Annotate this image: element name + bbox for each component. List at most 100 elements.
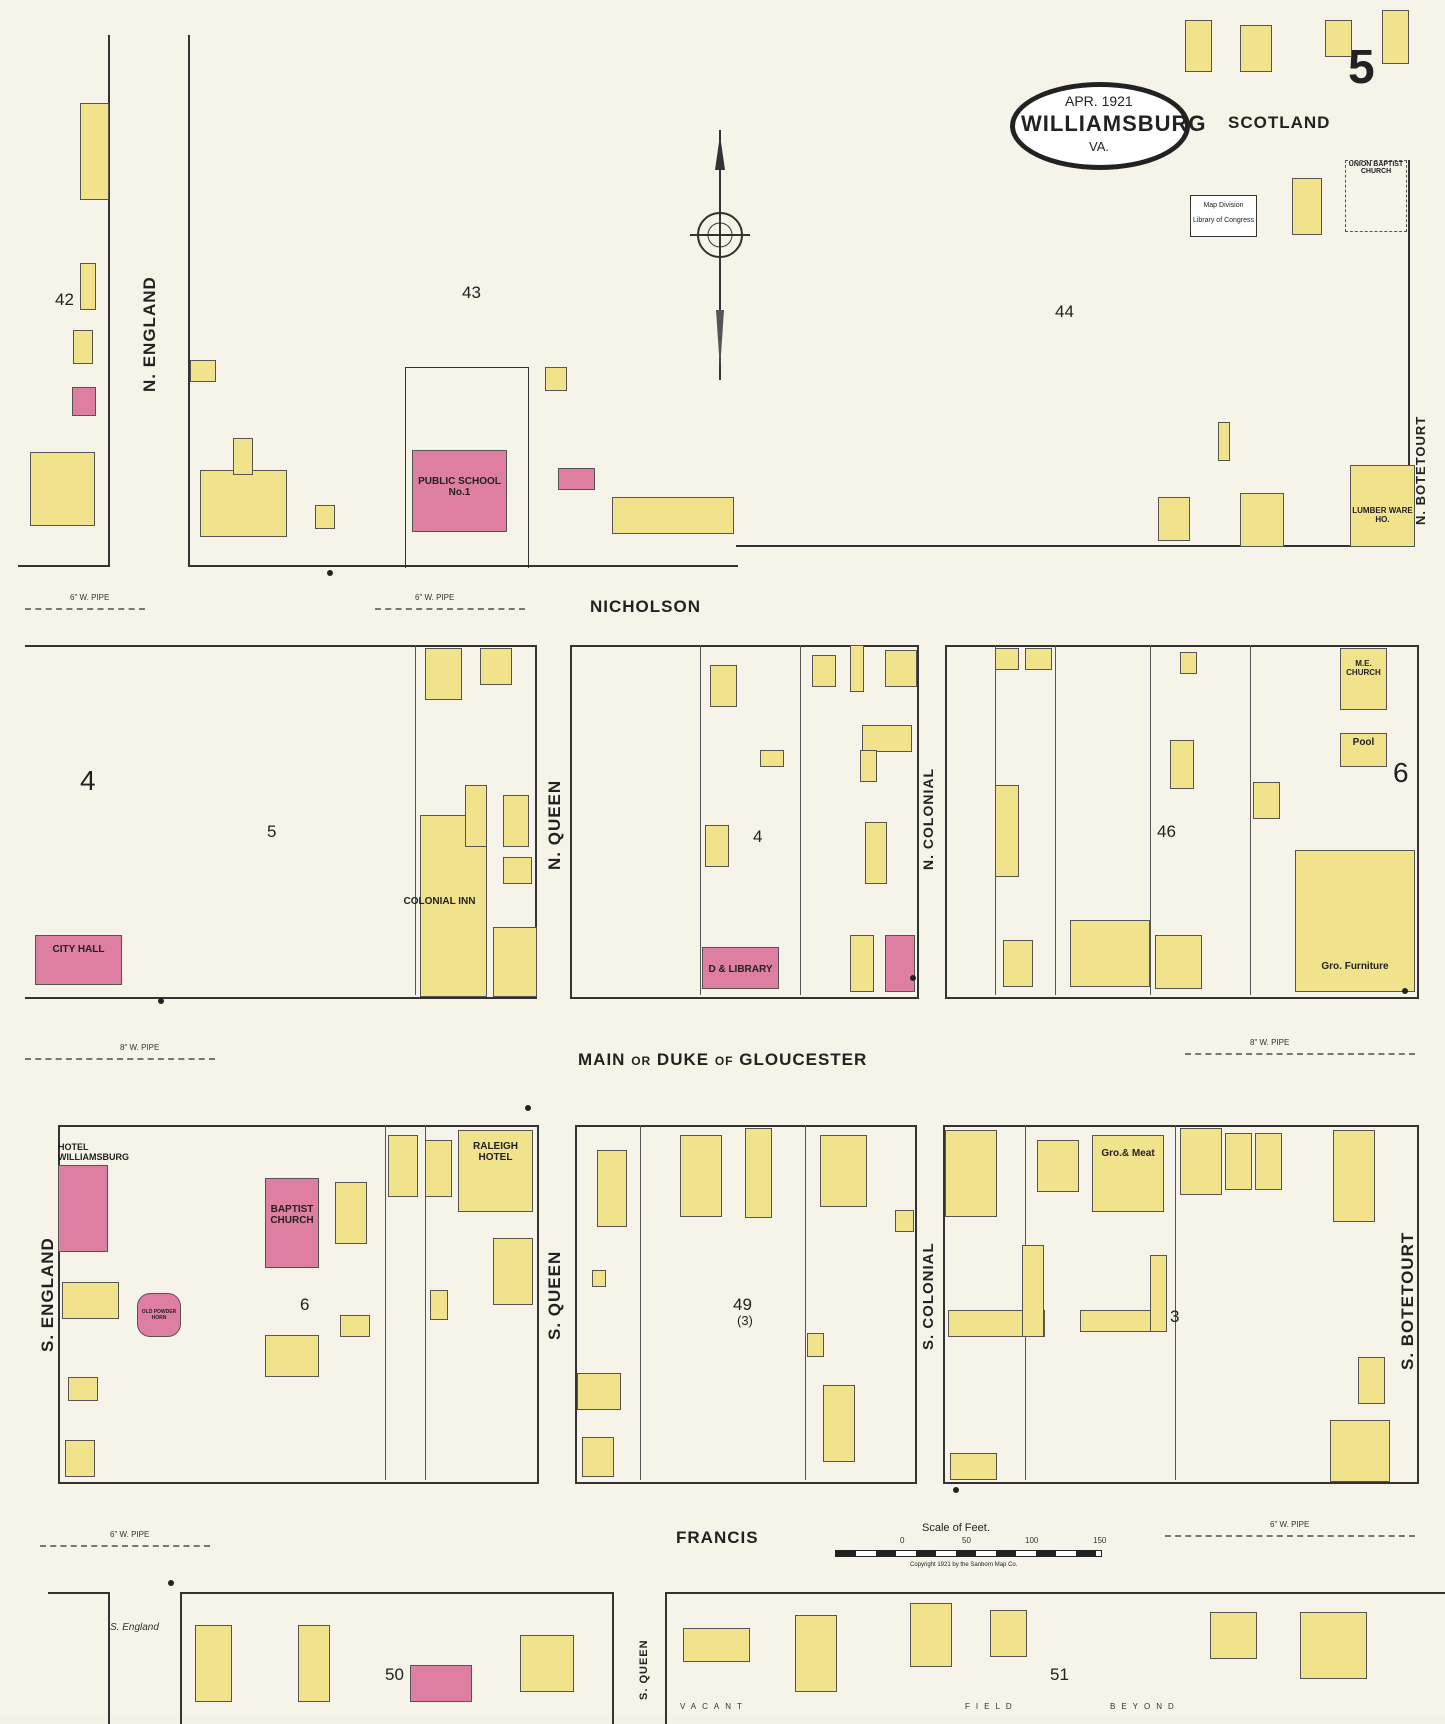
building (795, 1615, 837, 1692)
street-s-queen-bottom: S. QUEEN (638, 1639, 650, 1700)
street-n-england: N. ENGLAND (140, 276, 159, 392)
street-n-colonial: N. COLONIAL (920, 768, 936, 870)
building (1150, 1255, 1167, 1332)
building-brick (885, 935, 915, 992)
building (850, 935, 874, 992)
building (425, 648, 462, 700)
building (945, 1130, 997, 1217)
building (340, 1315, 370, 1337)
building (430, 1290, 448, 1320)
building (680, 1135, 722, 1217)
block-42 (18, 35, 110, 567)
building (1180, 1128, 1222, 1195)
building (73, 330, 93, 364)
pool-label: Pool (1352, 737, 1375, 748)
building (597, 1150, 627, 1227)
street-n-queen: N. QUEEN (545, 779, 564, 870)
building-me-church: M.E. CHURCH (1340, 648, 1387, 710)
francis-vacant: VACANT (680, 1702, 748, 1711)
block-number-6-right: 6 (1393, 757, 1409, 788)
building (265, 1335, 319, 1377)
block-49 (575, 1125, 917, 1484)
street-scotland: SCOTLAND (1228, 113, 1331, 132)
block-3 (943, 1125, 1419, 1484)
building (1300, 1612, 1367, 1679)
pipe-label-6: 6" W. PIPE (1270, 1520, 1310, 1529)
street-francis: FRANCIS (676, 1528, 759, 1547)
hydrant-icon (327, 570, 333, 576)
building (1253, 782, 1280, 819)
block-number-50: 50 (385, 1665, 404, 1684)
building (233, 438, 253, 475)
block-bottom-left (48, 1592, 110, 1724)
public-school-label: PUBLIC SCHOOL No.1 (418, 476, 501, 498)
building (862, 725, 912, 752)
street-s-queen: S. QUEEN (545, 1250, 564, 1340)
building-brick (410, 1665, 472, 1702)
block-43 (188, 35, 738, 567)
pipe-label-5: 6" W. PIPE (110, 1530, 150, 1539)
block-51 (665, 1592, 1445, 1724)
block-number-51: 51 (1050, 1665, 1069, 1684)
building (860, 750, 877, 782)
building (705, 825, 729, 867)
scale-100: 100 (1025, 1536, 1039, 1545)
building (200, 470, 287, 537)
building (62, 1282, 119, 1319)
copyright: Copyright 1921 by the Sanborn Map Co. (910, 1562, 1018, 1568)
building-union-baptist: UNION BAPTIST CHURCH (1345, 160, 1407, 232)
scale-label: Scale of Feet. (922, 1522, 990, 1534)
hydrant-icon (525, 1105, 531, 1111)
building (388, 1135, 418, 1197)
building (493, 927, 537, 997)
scale-bar (835, 1550, 1102, 1557)
building (577, 1373, 621, 1410)
hydrant-icon (158, 998, 164, 1004)
compass-rose-icon (690, 130, 750, 380)
union-baptist-label: UNION BAPTIST CHURCH (1348, 161, 1404, 175)
building (592, 1270, 606, 1287)
street-n-botetourt: N. BOTETOURT (1413, 415, 1428, 525)
old-powder-horn: OLD POWDER HORN (137, 1293, 181, 1337)
building (865, 822, 887, 884)
building-lumber: LUMBER WARE HO. (1350, 465, 1415, 547)
building (190, 360, 216, 382)
building-brick (558, 468, 595, 490)
street-s-botetourt: S. BOTETOURT (1398, 1231, 1417, 1370)
building (760, 750, 784, 767)
building-raleigh-hotel: RALEIGH HOTEL (458, 1130, 533, 1212)
building (612, 497, 734, 534)
raleigh-hotel-label: RALEIGH HOTEL (473, 1141, 518, 1163)
street-main-or: OR (631, 1054, 652, 1068)
scale-50: 50 (962, 1536, 971, 1545)
me-church-label: M.E. CHURCH (1346, 659, 1381, 677)
building (195, 1625, 232, 1702)
pipe-label-3: 8" W. PIPE (120, 1043, 160, 1052)
pipe-francis-right (1165, 1535, 1415, 1537)
title-city: WILLIAMSBURG (1021, 111, 1207, 136)
building (1333, 1130, 1375, 1222)
building (493, 1238, 533, 1305)
stamp-line1: Map Division (1203, 202, 1244, 209)
building (1037, 1140, 1079, 1192)
hydrant-icon (1402, 988, 1408, 994)
building (425, 1140, 452, 1197)
scale-150: 150 (1093, 1536, 1107, 1545)
school-lot (405, 367, 529, 568)
building (1292, 178, 1322, 235)
building (30, 452, 95, 526)
building (1382, 10, 1409, 64)
building (990, 1610, 1027, 1657)
hydrant-icon (168, 1580, 174, 1586)
block-number-43: 43 (462, 283, 481, 302)
block-number-42: 42 (55, 290, 74, 309)
building (335, 1182, 367, 1244)
building (1240, 493, 1284, 547)
gro-furniture-label: Gro. Furniture (1321, 961, 1389, 972)
building (1155, 935, 1202, 989)
block-number-4: 4 (753, 827, 763, 846)
pipe-label-2: 6" W. PIPE (415, 593, 455, 602)
block-5 (25, 645, 537, 999)
building (745, 1128, 772, 1218)
